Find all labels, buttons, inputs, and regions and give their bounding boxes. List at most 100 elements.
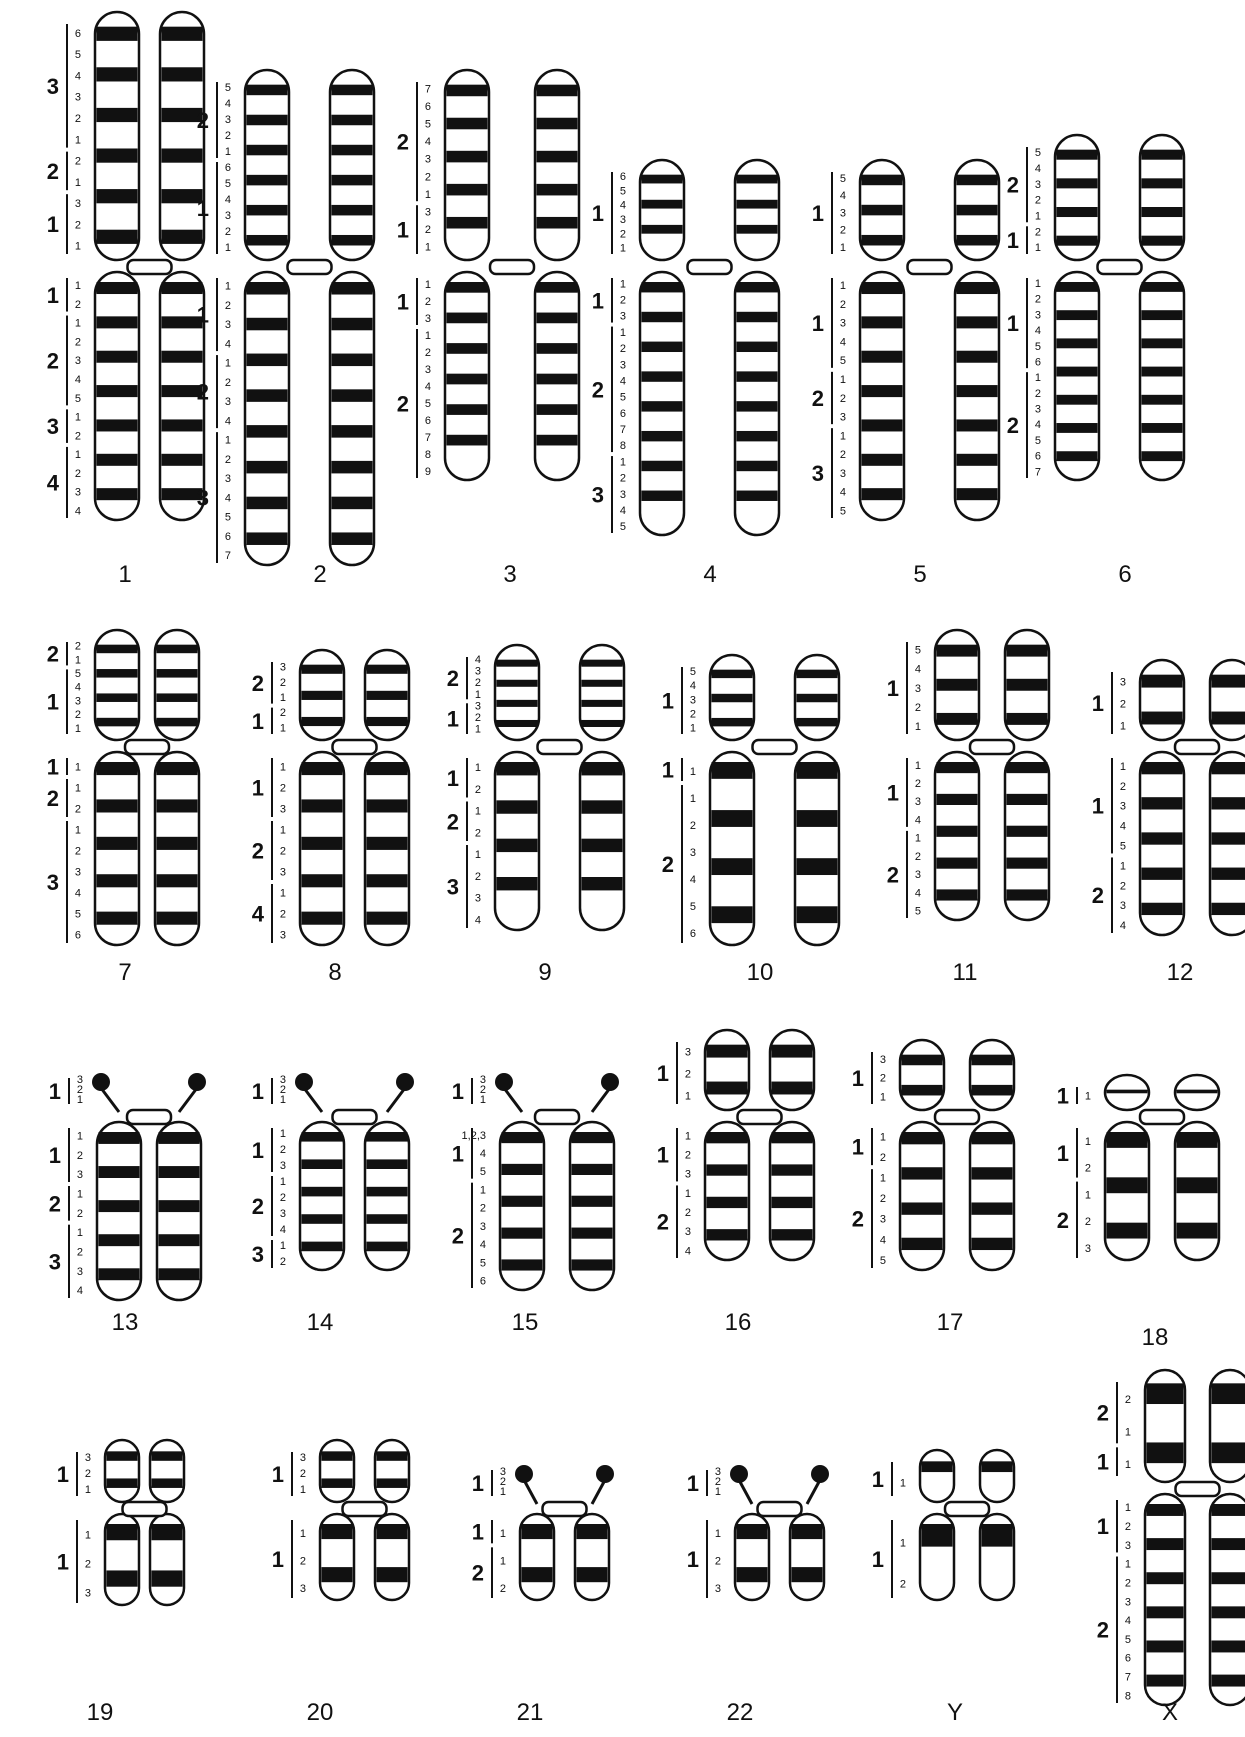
band-label: 2	[77, 1247, 83, 1259]
satellite-stalk	[524, 1480, 537, 1504]
dark-band	[537, 118, 578, 130]
dark-band	[1007, 645, 1048, 657]
q-band-labels: 1211232	[1057, 1128, 1091, 1258]
band-label: 1	[280, 762, 286, 774]
band-label: 3	[475, 893, 481, 905]
q-arm-right	[365, 1122, 409, 1270]
band-label: 2	[475, 677, 481, 689]
band-label: 3	[1035, 404, 1041, 416]
dark-band	[537, 217, 578, 229]
chromosome-number-label: Y	[947, 1699, 963, 1726]
p-arm-left	[710, 655, 754, 740]
band-label: 2	[75, 804, 81, 816]
band-label: 1	[300, 1484, 306, 1496]
dark-band	[712, 718, 753, 726]
band-label: 2	[475, 827, 481, 839]
chromosome-18: 11121123218	[1057, 1075, 1219, 1351]
band-label: 3	[225, 396, 231, 408]
band-label: 1	[690, 793, 696, 805]
dark-band	[642, 282, 683, 292]
region-label: 1	[197, 303, 209, 328]
band-label: 3	[280, 930, 286, 942]
band-label: 3	[85, 1452, 91, 1464]
dark-band	[1147, 1383, 1184, 1404]
dark-band	[107, 1570, 138, 1586]
region-label: 1	[397, 290, 409, 315]
dark-band	[957, 205, 998, 216]
p-arm-right	[955, 160, 999, 260]
band-label: 1	[915, 721, 921, 733]
centromere	[753, 740, 797, 754]
dark-band	[502, 1259, 543, 1270]
band-label: 1	[75, 723, 81, 735]
dark-band	[152, 1570, 183, 1586]
dark-band	[797, 858, 838, 875]
band-label: 2	[425, 224, 431, 236]
dark-band	[162, 419, 203, 431]
dark-band	[157, 762, 198, 775]
band-label: 2	[685, 1207, 691, 1219]
dark-band	[107, 1478, 138, 1487]
dark-band	[302, 1159, 343, 1169]
band-label: 1	[225, 146, 231, 158]
region-label: 2	[47, 786, 59, 811]
region-label: 1	[252, 1079, 264, 1104]
band-label: 1	[620, 456, 626, 468]
dark-band	[1057, 367, 1098, 377]
dark-band	[582, 839, 623, 852]
dark-band	[1107, 1177, 1148, 1193]
band-label: 3	[690, 847, 696, 859]
dark-band	[367, 1187, 408, 1197]
region-label: 2	[1097, 1618, 1109, 1643]
q-band-labels: 12311234567892	[397, 278, 431, 478]
dark-band	[1057, 338, 1098, 348]
p-arm-left	[900, 1040, 944, 1110]
dark-band	[792, 1524, 823, 1539]
band-label: 1	[500, 1555, 506, 1567]
q-arm-right	[735, 272, 779, 535]
q-arm-right	[770, 1122, 814, 1260]
dark-band	[367, 912, 408, 925]
region-label: 3	[49, 1249, 61, 1274]
p-arm-right	[330, 70, 374, 260]
dark-band	[797, 694, 838, 702]
dark-band	[862, 351, 903, 363]
dark-band	[97, 108, 138, 122]
dark-band	[152, 1451, 183, 1460]
dark-band	[97, 189, 138, 203]
dark-band	[737, 491, 778, 501]
p-arm-outline	[245, 70, 289, 260]
region-label: 2	[49, 1191, 61, 1216]
region-label: 3	[47, 74, 59, 99]
q-arm-outline	[245, 272, 289, 565]
band-label: 1	[475, 849, 481, 861]
dark-band	[712, 810, 753, 827]
band-label: 3	[75, 487, 81, 499]
dark-band	[332, 145, 373, 156]
region-label: 2	[592, 377, 604, 402]
dark-band	[737, 312, 778, 322]
band-label: 1	[425, 242, 431, 254]
p-band-labels: 3211	[852, 1052, 886, 1104]
band-label: 6	[75, 28, 81, 40]
band-label: 4	[425, 381, 431, 393]
dark-band	[322, 1451, 353, 1460]
chromosome-number-label: 4	[703, 561, 716, 588]
region-label: 1	[1097, 1450, 1109, 1475]
dark-band	[247, 318, 288, 331]
centromere	[758, 1502, 802, 1516]
band-label: 2	[1125, 1577, 1131, 1589]
band-label: 6	[1125, 1653, 1131, 1665]
q-arm-right	[330, 272, 374, 565]
band-label: 5	[225, 178, 231, 190]
dark-band	[497, 800, 538, 813]
region-label: 2	[197, 380, 209, 405]
dark-band	[737, 200, 778, 209]
band-label: 1	[77, 1131, 83, 1143]
band-label: 4	[1035, 419, 1041, 431]
p-arm-left	[495, 1073, 522, 1112]
q-arm-right	[580, 752, 624, 930]
chromosome-8: 32122111231123212348	[252, 650, 409, 986]
